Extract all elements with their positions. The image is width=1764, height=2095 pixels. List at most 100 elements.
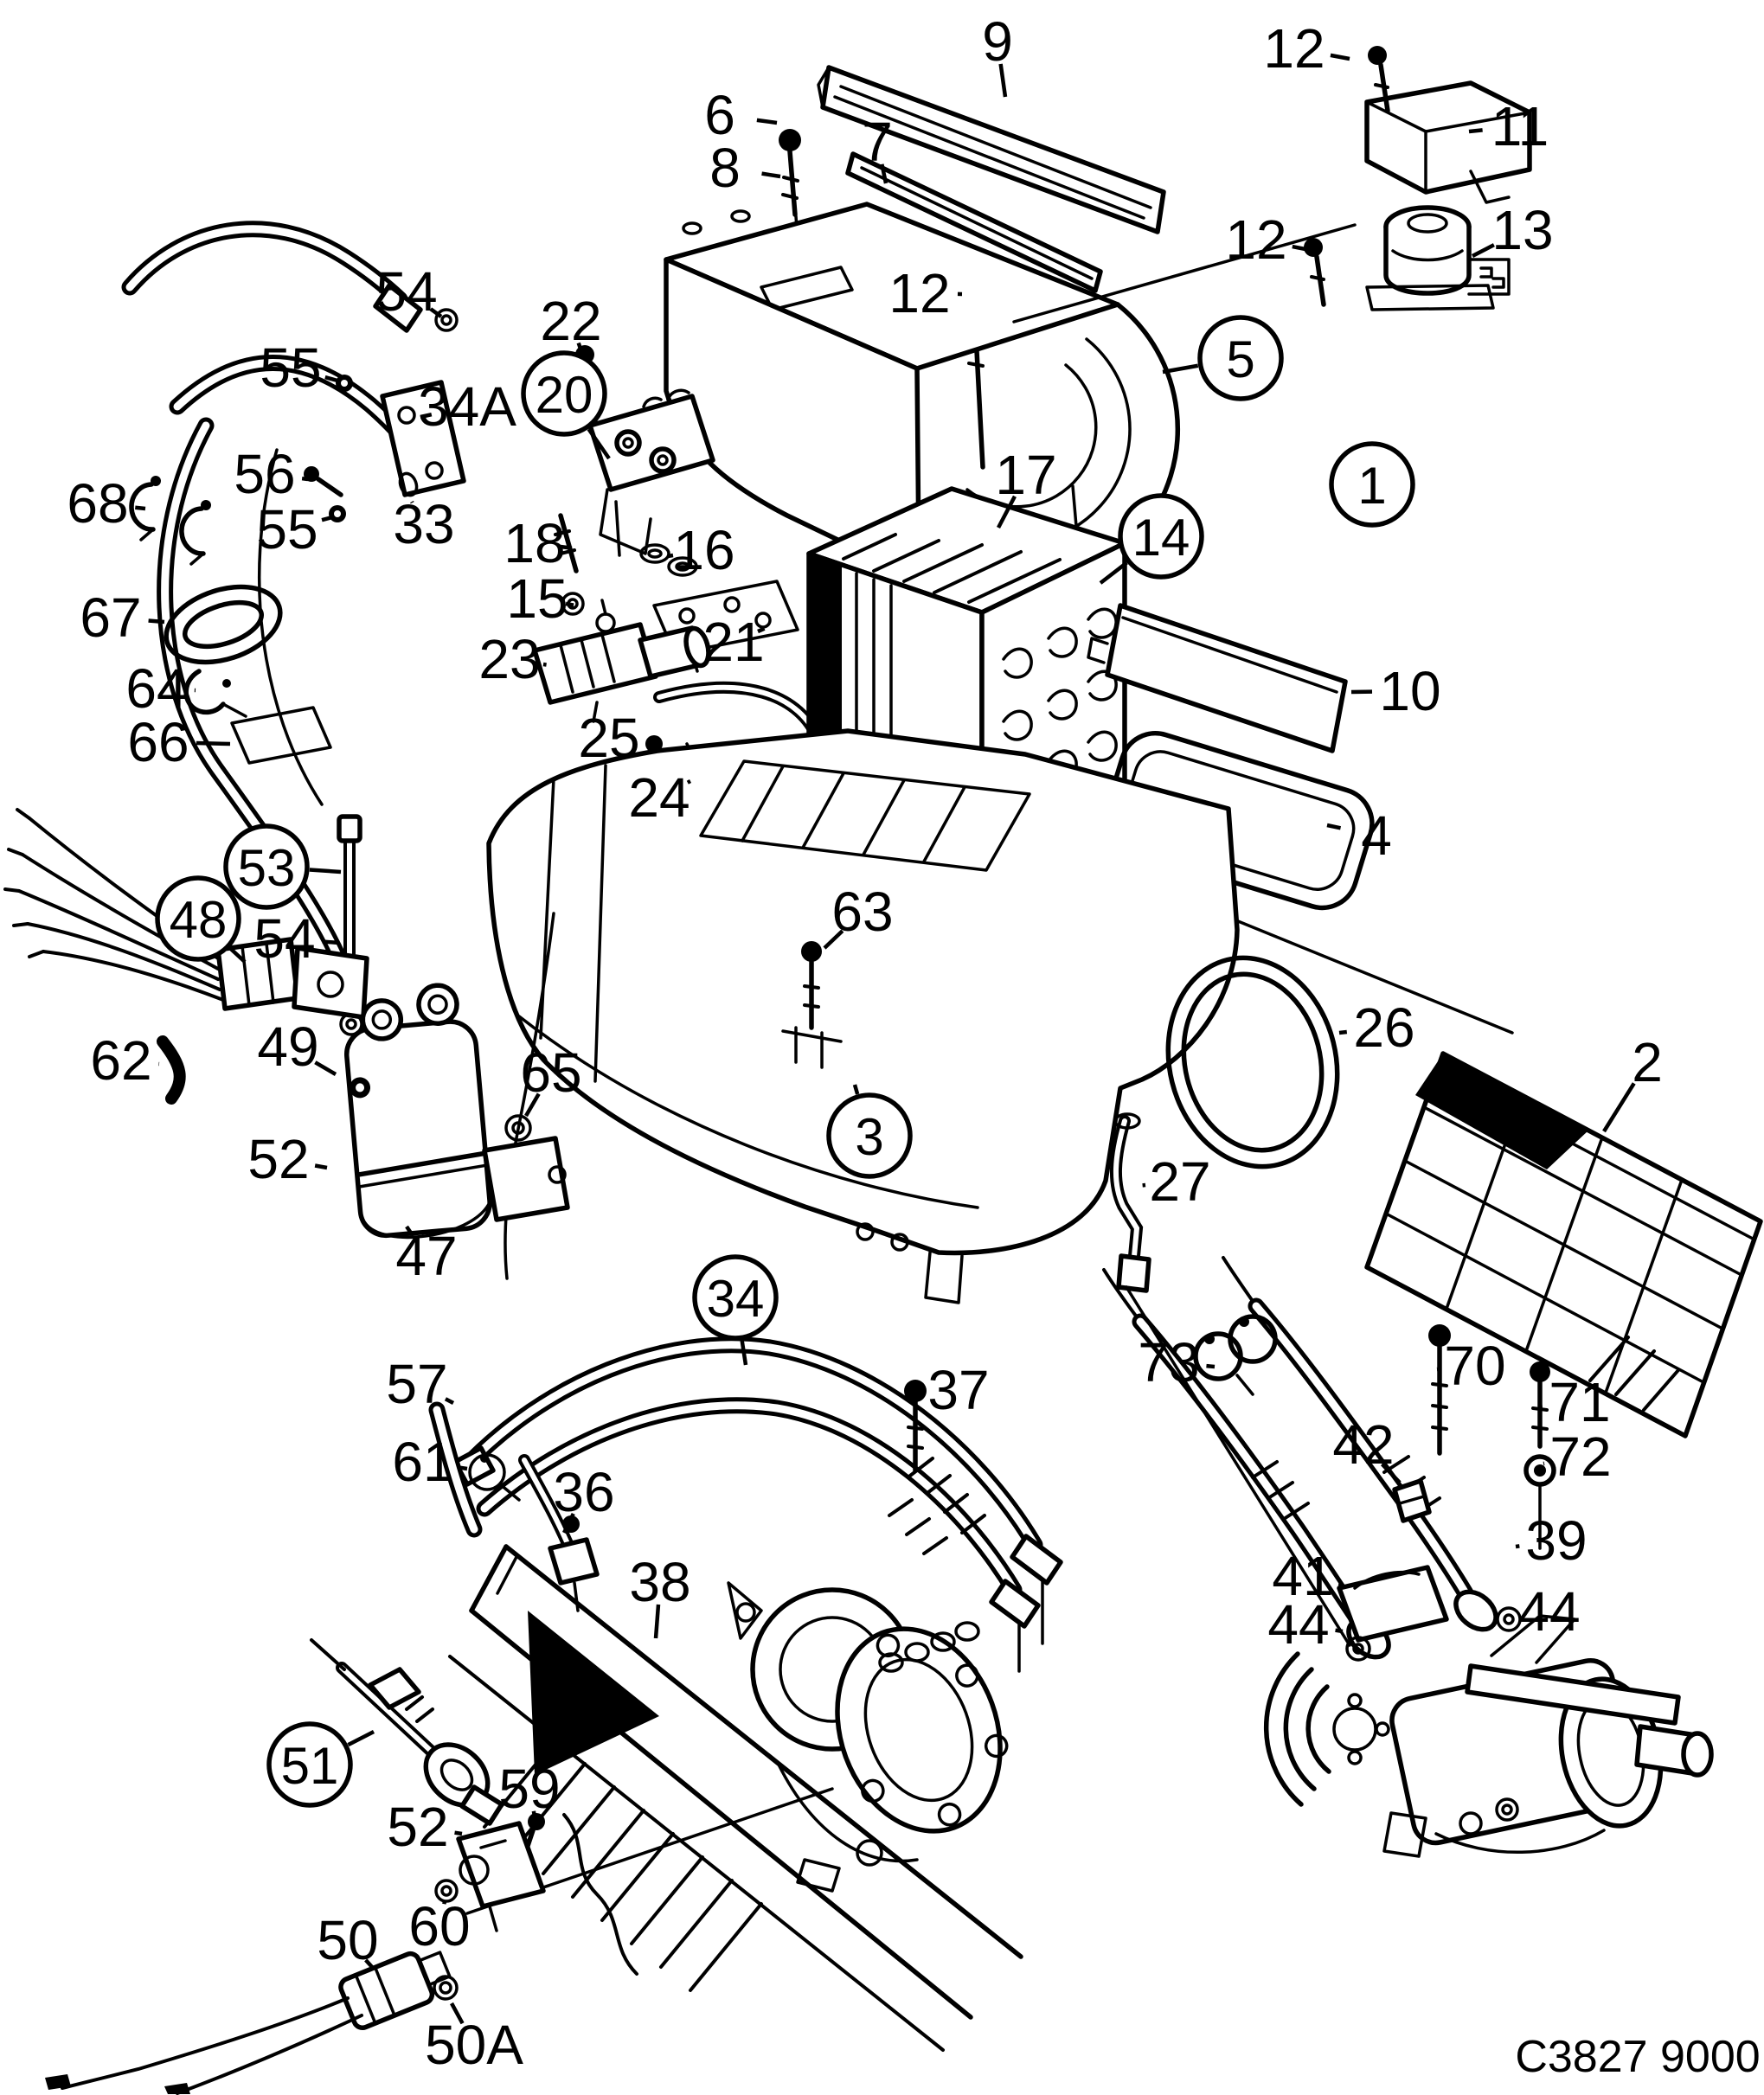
callout-label-39: 39 [1525,1509,1587,1572]
callout-leader-60 [442,1900,447,1905]
callout-50: 50 [317,1909,378,1971]
callout-circle-3 [826,1092,913,1179]
callout-leader-6 [756,118,778,125]
callout-leader-50 [364,1958,374,1969]
callout-label-37: 37 [927,1359,989,1421]
callout-circle-20 [521,350,607,437]
callout-label-26: 26 [1353,996,1414,1059]
callout-67: 67 [80,586,165,649]
callout-leader-54b [322,939,340,945]
callout-23: 23 [478,628,547,690]
part-screw-12-right-mid [1304,238,1326,307]
callout-label-25: 25 [578,707,639,769]
callout-39: 39 [1515,1509,1588,1572]
callout-leader-20 [587,427,611,460]
callout-label-68: 68 [67,472,128,535]
callout-leader-8 [761,171,781,179]
callout-circle-34 [692,1254,779,1341]
callout-53: 53 [223,823,342,910]
callout-5: 5 [1162,315,1284,401]
part-clamp-61 [468,1453,521,1502]
part-grille-2 [1364,1051,1763,1438]
part-nut-55-upper [336,375,353,392]
callout-label-64: 64 [125,657,187,720]
callout-55b: 55 [256,498,333,561]
callout-label-38: 38 [629,1551,690,1613]
callout-label-62: 62 [90,1029,151,1092]
callout-label-16: 16 [673,519,734,581]
callout-label-33: 33 [393,493,454,555]
callout-label-8: 8 [709,137,741,199]
callout-36: 36 [553,1461,615,1534]
callout-label-54a: 54 [375,260,437,323]
callout-label-50A: 50A [425,2014,523,2076]
callout-leader-66 [196,740,231,746]
callout-34A: 34A [418,375,516,438]
callout-label-11: 11 [1491,95,1549,157]
part-washer-60 [434,1879,459,1903]
callout-leader-54a [429,307,443,318]
callout-label-5: 5 [1226,330,1254,388]
callout-leader-68 [135,505,146,511]
callout-12a: 12 [1263,17,1350,80]
callout-72: 72 [1543,1425,1612,1488]
part-expansion-valve-20 [587,388,715,557]
callout-label-21: 21 [702,611,764,673]
callout-leader-18 [560,544,573,550]
callout-label-49: 49 [257,1015,318,1078]
callout-label-12a: 12 [1263,17,1325,80]
callout-18: 18 [504,512,573,574]
part-screw-63 [781,941,843,1069]
callout-label-71: 71 [1549,1371,1610,1433]
part-clamp-67 [164,584,283,665]
callout-label-15: 15 [506,567,568,630]
callout-label-22: 22 [540,290,601,352]
part-hose-long-sweep [157,417,351,976]
callout-label-61: 61 [392,1431,453,1493]
callout-55a: 55 [260,336,338,399]
callout-21: 21 [702,611,766,673]
callout-6: 6 [704,84,778,146]
callout-68: 68 [67,472,146,535]
callout-leader-63 [823,929,844,950]
callout-leader-21 [757,626,766,634]
callout-49: 49 [257,1015,337,1078]
callout-13: 13 [1471,199,1554,261]
callout-label-70: 70 [1444,1335,1505,1397]
callout-73: 73 [1138,1331,1216,1393]
callout-44a: 44 [1267,1593,1344,1656]
callout-12b: 12 [1225,208,1311,271]
callout-label-73: 73 [1138,1331,1199,1393]
callout-34: 34 [692,1254,779,1366]
callout-1: 1 [1329,441,1415,528]
callout-26: 26 [1338,996,1415,1059]
part-clip-64 [183,669,247,718]
callout-leader-4 [1326,823,1342,830]
callout-10: 10 [1350,660,1441,722]
callout-leader-33 [410,500,414,504]
callout-label-41: 41 [1272,1545,1333,1607]
callout-label-67: 67 [80,586,141,649]
part-block-41 [1337,1565,1449,1643]
callout-leader-38 [653,1604,661,1639]
part-screw-12-right-top [1368,46,1390,113]
callout-leader-3 [852,1084,860,1095]
callout-label-63: 63 [831,881,893,943]
callout-63: 63 [823,881,894,950]
callout-leader-12a [1330,53,1350,61]
callout-leader-34A [420,412,433,420]
part-molding-strip [817,65,1166,234]
callout-label-44b: 44 [1518,1580,1580,1643]
part-pressure-switch-50 [45,1951,452,2095]
callout-42: 42 [1332,1413,1402,1484]
callout-leader-39 [1515,1544,1520,1549]
callout-33: 33 [393,493,454,555]
callout-label-14: 14 [1132,509,1190,567]
callout-65: 65 [520,1041,582,1118]
callout-label-20: 20 [536,366,593,424]
callout-label-17: 17 [995,444,1056,506]
callout-71: 71 [1541,1371,1611,1433]
callout-3: 3 [826,1084,913,1179]
part-cover-box-11 [1364,80,1532,204]
